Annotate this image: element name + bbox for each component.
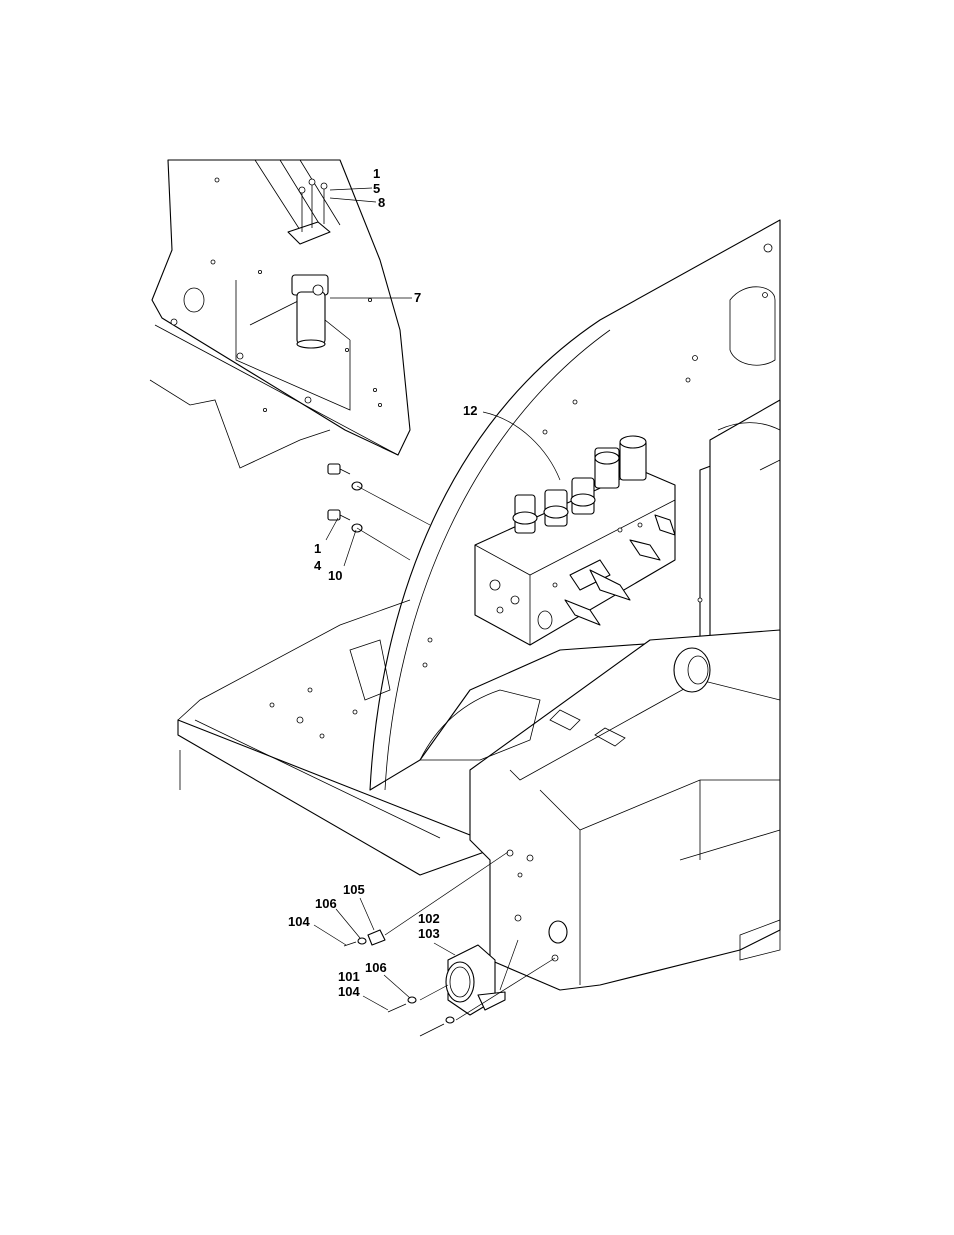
callout-7: 7 (414, 290, 421, 305)
callout-1-mid: 1 (314, 541, 321, 556)
callout-106-lower: 106 (365, 960, 387, 975)
callout-104-lower: 104 (338, 984, 360, 999)
callout-4: 4 (314, 558, 322, 573)
callout-10: 10 (328, 568, 342, 583)
upper-mounting-panel (150, 160, 410, 468)
bolts-washers-1-4-10 (328, 464, 430, 560)
callout-101: 101 (338, 969, 360, 984)
callout-12: 12 (463, 403, 477, 418)
callout-105: 105 (343, 882, 365, 897)
callout-104-upper: 104 (288, 914, 310, 929)
callout-103: 103 (418, 926, 440, 941)
callout-106-upper: 106 (315, 896, 337, 911)
callout-8: 8 (378, 195, 385, 210)
callout-102: 102 (418, 911, 440, 926)
callout-5: 5 (373, 181, 380, 196)
callout-1-top: 1 (373, 166, 380, 181)
